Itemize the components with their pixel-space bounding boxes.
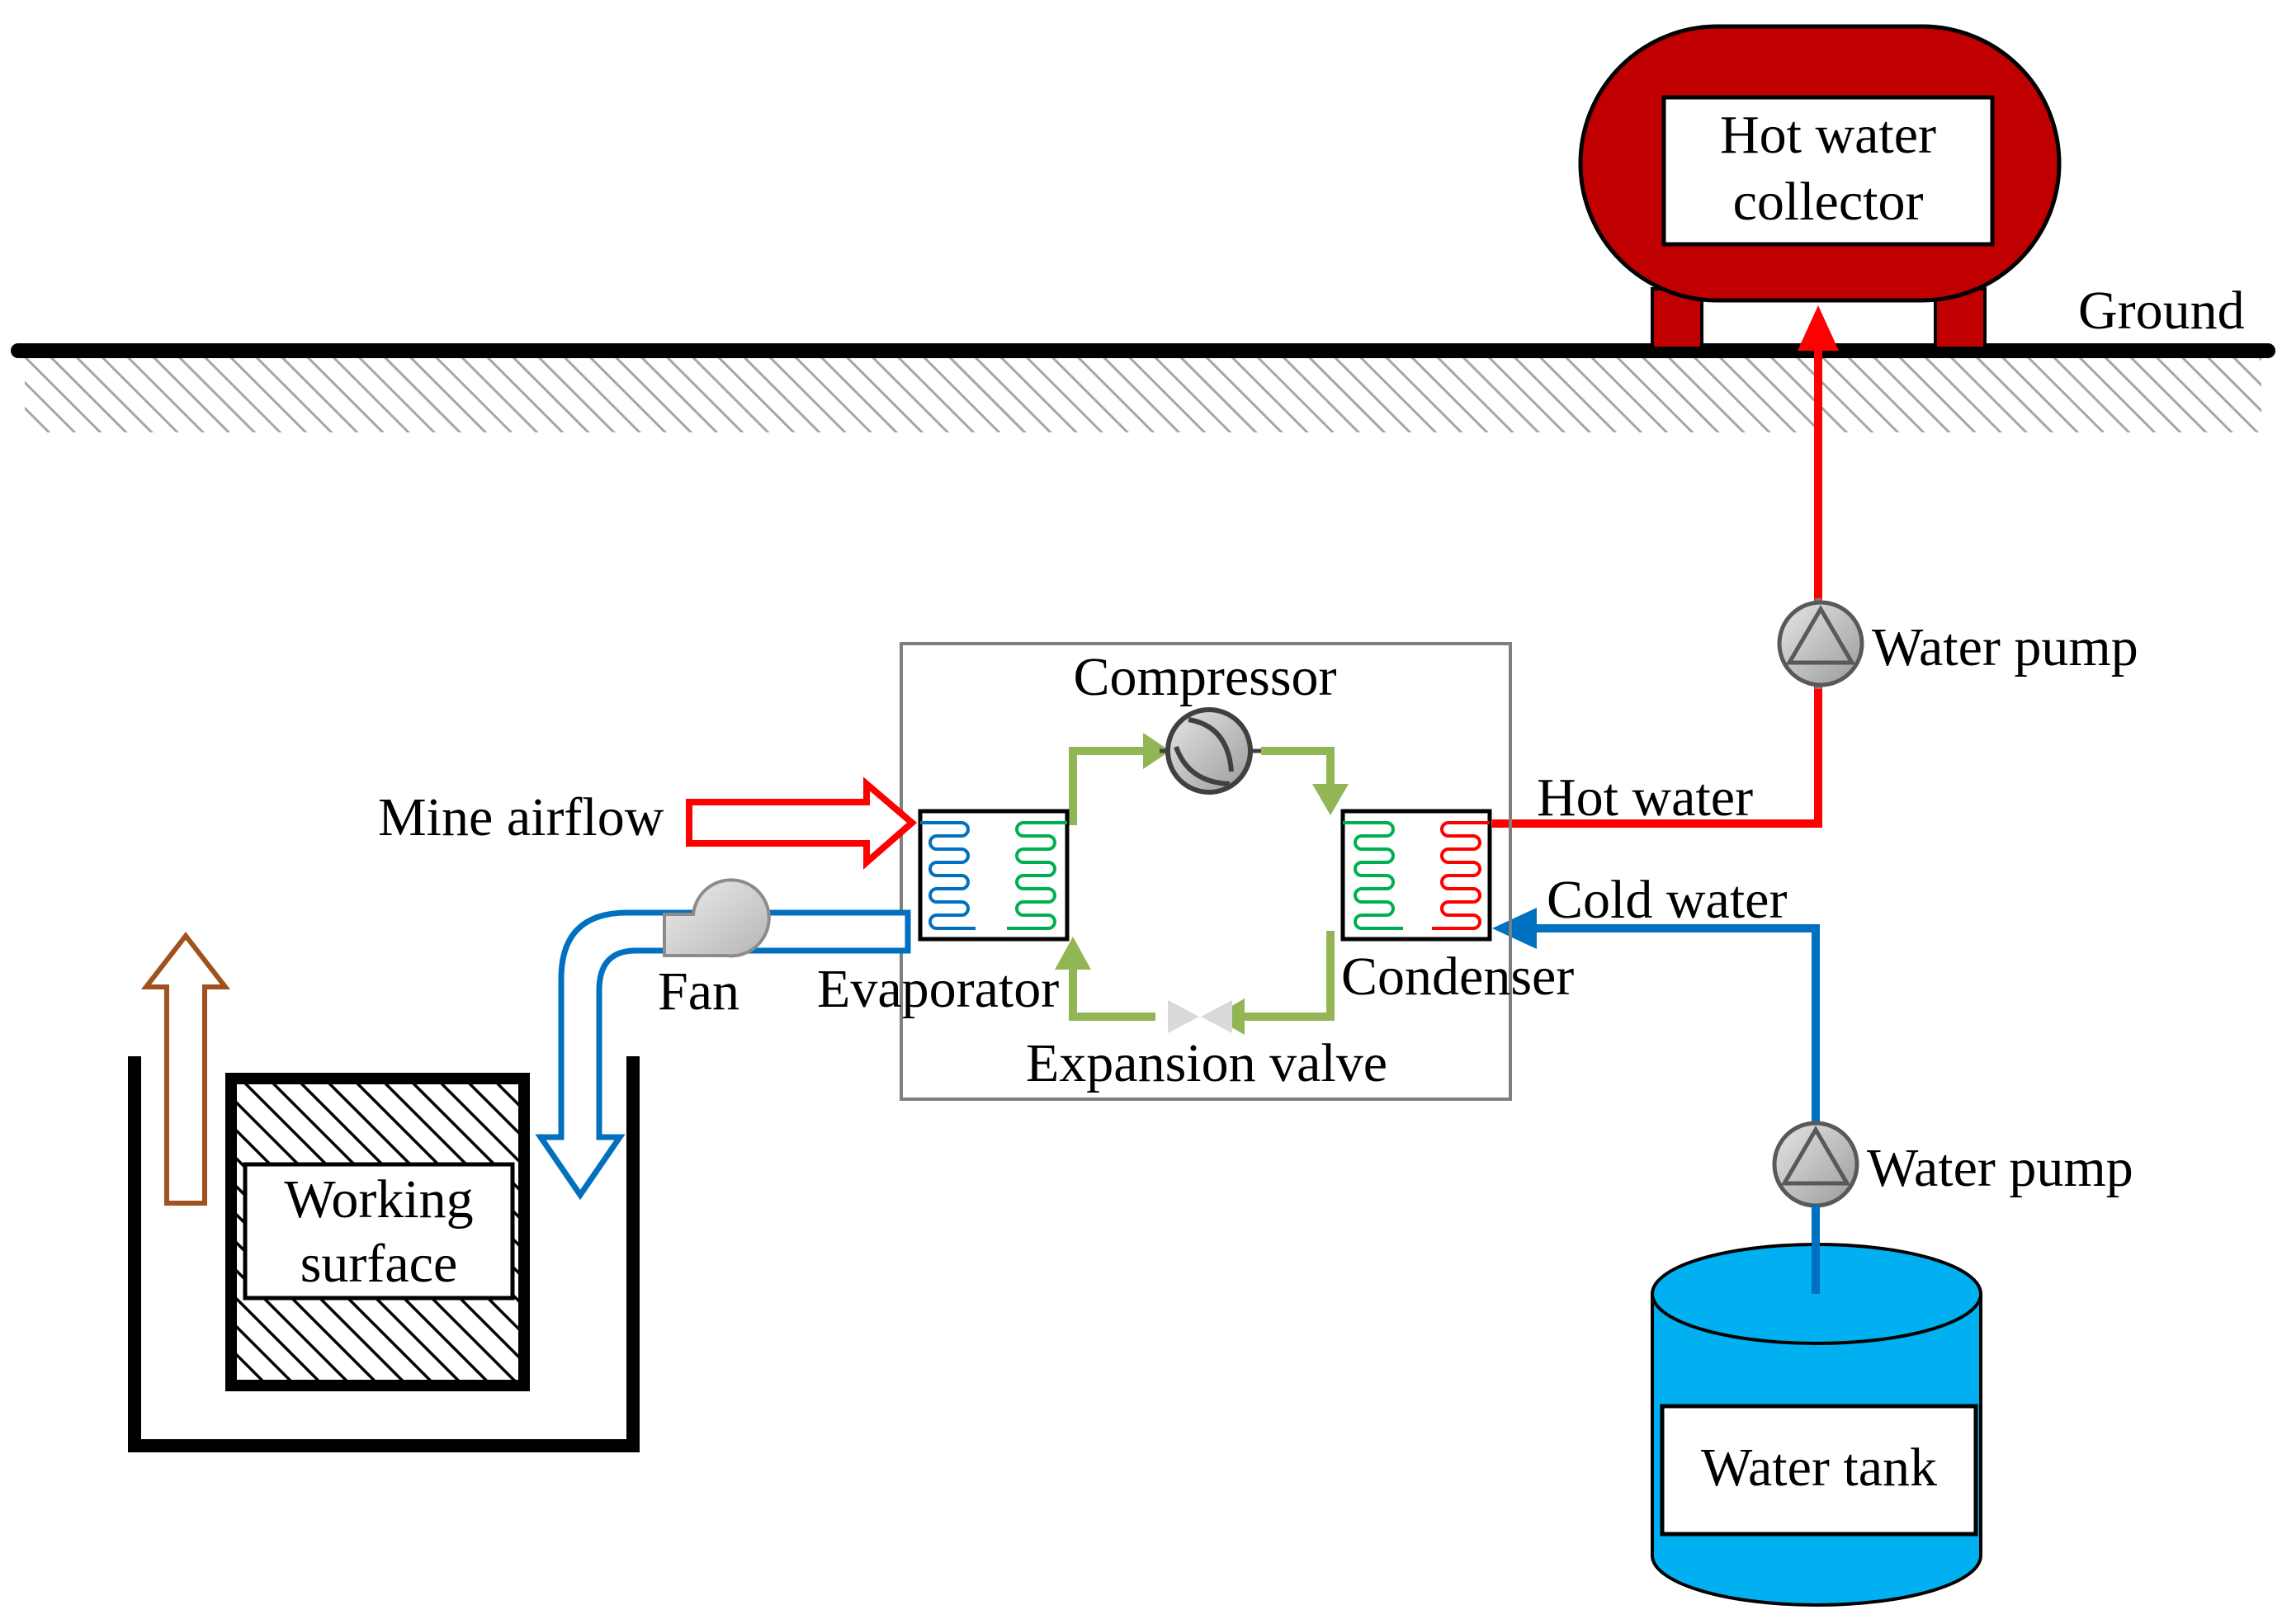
hot-water-collector-label-2: collector xyxy=(1733,172,1924,232)
refrigerant-arrow-to-evaporator xyxy=(1055,937,1091,970)
expansion-valve-label: Expansion valve xyxy=(1026,1033,1387,1093)
fan xyxy=(663,878,771,958)
evaporator-label: Evaporator xyxy=(817,959,1059,1019)
air-duct xyxy=(535,909,911,1201)
mine-tunnel xyxy=(128,1056,640,1452)
water-pump-bottom xyxy=(1772,1121,1859,1208)
refrigerant-arrow-to-condenser xyxy=(1312,784,1349,815)
cold-water-arrowhead xyxy=(1492,908,1537,949)
water-pump-top xyxy=(1777,598,1864,689)
heat-pump-enclosure xyxy=(900,642,1512,1101)
evaporator xyxy=(918,809,1070,942)
fan-label: Fan xyxy=(658,961,739,1022)
condenser-label: Condenser xyxy=(1341,947,1574,1007)
compressor-label: Compressor xyxy=(1074,647,1337,707)
working-surface-label-2: surface xyxy=(300,1234,458,1294)
hot-water-label: Hot water xyxy=(1537,767,1753,828)
working-surface-label-box xyxy=(243,1162,515,1301)
hot-water-line xyxy=(1492,305,1839,828)
ground-hatch xyxy=(25,353,2261,432)
water-tank: Water tank xyxy=(1651,1205,1982,1607)
refrigerant-arrow-to-compressor xyxy=(1143,733,1170,769)
ground-label: Ground xyxy=(2078,281,2245,341)
refrigerant-loop xyxy=(1069,747,1335,1021)
mine-airflow-label: Mine airflow xyxy=(378,787,664,847)
water-pump-top-label: Water pump xyxy=(1872,617,2138,677)
water-pump-bottom-label: Water pump xyxy=(1867,1138,2133,1198)
exhaust-air-arrow xyxy=(140,932,231,1206)
water-tank-label: Water tank xyxy=(1701,1438,1937,1498)
expansion-valve xyxy=(1168,1000,1232,1033)
water-tank-label-box xyxy=(1660,1404,1978,1537)
compressor xyxy=(1160,707,1261,795)
working-surface-label-1: Working xyxy=(284,1169,473,1230)
condenser xyxy=(1340,809,1492,942)
mine-airflow-arrow xyxy=(686,777,918,870)
cold-water-label: Cold water xyxy=(1547,870,1787,930)
hot-water-collector-label-box xyxy=(1661,95,1995,247)
hot-water-collector: Hot water collector xyxy=(1578,24,2062,350)
hot-water-collector-label-1: Hot water xyxy=(1720,105,1936,165)
hot-water-arrowhead xyxy=(1798,305,1839,351)
